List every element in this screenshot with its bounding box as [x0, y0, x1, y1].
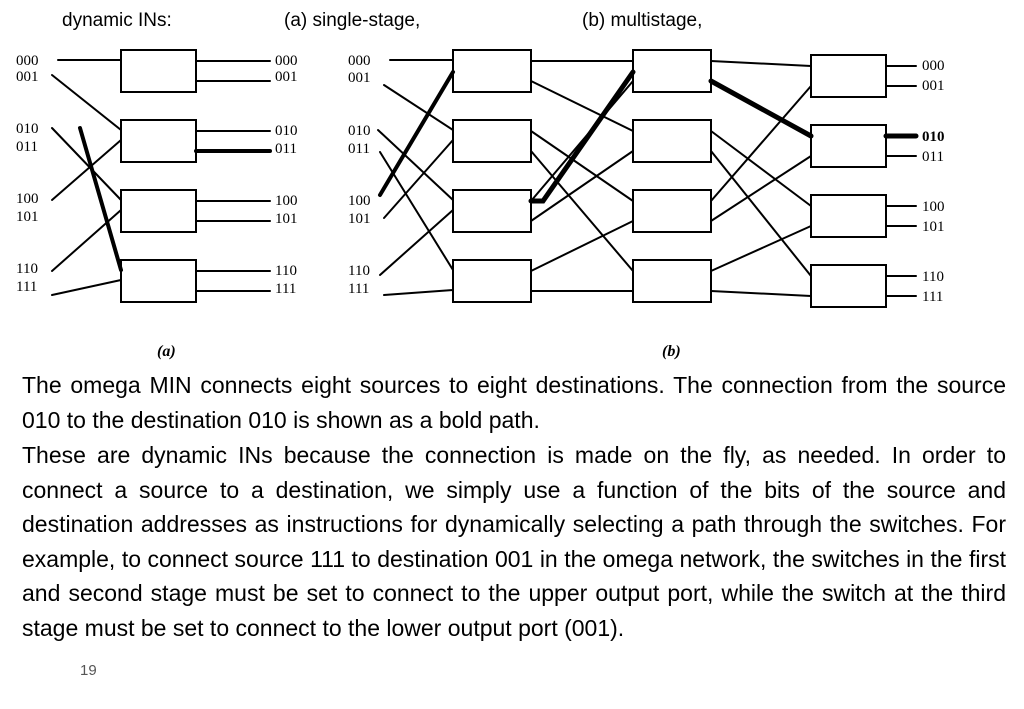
input-label-a: 001 — [16, 69, 39, 85]
output-label-a: 111 — [275, 281, 296, 297]
switch — [120, 259, 197, 303]
output-label-a: 100 — [275, 193, 298, 209]
output-label-b: 110 — [922, 269, 944, 285]
description-paragraph-1: The omega MIN connects eight sources to … — [22, 372, 1006, 433]
omega-network-diagram: 000 001 010 011 100 101 110 111 000 001 … — [16, 49, 945, 360]
caption-a: (a) — [157, 343, 176, 360]
input-label-b: 011 — [348, 141, 370, 157]
switch — [632, 189, 712, 233]
output-label-b: 101 — [922, 219, 945, 235]
input-label-b: 000 — [348, 53, 371, 69]
switch — [810, 124, 887, 168]
switch — [120, 49, 197, 93]
switch — [810, 194, 887, 238]
output-label-a: 010 — [275, 123, 298, 139]
output-label-b: 100 — [922, 199, 945, 215]
output-label-a: 101 — [275, 211, 298, 227]
input-label-a: 100 — [16, 191, 39, 207]
output-label-a: 001 — [275, 69, 298, 85]
input-label-a: 010 — [16, 121, 39, 137]
switch — [452, 259, 532, 303]
switch — [120, 119, 197, 163]
input-label-b: 111 — [348, 281, 369, 297]
topic-label: dynamic INs: — [62, 10, 172, 31]
output-label-a: 000 — [275, 53, 298, 69]
input-label-a: 101 — [16, 209, 39, 225]
single-stage-network — [51, 49, 272, 303]
output-label-b: 010 — [922, 129, 945, 145]
switch — [452, 49, 532, 93]
page-number: 19 — [80, 662, 97, 679]
switch — [810, 54, 887, 98]
input-label-b: 100 — [348, 193, 371, 209]
input-label-b: 101 — [348, 211, 371, 227]
single-stage-label: (a) single-stage, — [284, 10, 421, 31]
output-label-b: 011 — [922, 149, 944, 165]
switch — [452, 189, 532, 233]
caption-b: (b) — [662, 343, 681, 360]
output-label-b: 000 — [922, 58, 945, 74]
input-label-a: 111 — [16, 279, 37, 295]
switch — [120, 189, 197, 233]
switch — [452, 119, 532, 163]
output-label-a: 011 — [275, 141, 297, 157]
output-label-b: 111 — [922, 289, 943, 305]
input-label-b: 001 — [348, 70, 371, 86]
input-label-a: 110 — [16, 261, 38, 277]
input-label-b: 010 — [348, 123, 371, 139]
output-label-b: 001 — [922, 78, 945, 94]
output-label-a: 110 — [275, 263, 297, 279]
switch — [632, 119, 712, 163]
input-label-a: 000 — [16, 53, 39, 69]
input-label-b: 110 — [348, 263, 370, 279]
description-paragraph-2: These are dynamic INs because the connec… — [22, 442, 1006, 641]
multistage-label: (b) multistage, — [582, 10, 703, 31]
switch — [632, 259, 712, 303]
switch — [810, 264, 887, 308]
input-label-a: 011 — [16, 139, 38, 155]
switch — [632, 49, 712, 93]
multistage-network — [377, 49, 919, 308]
